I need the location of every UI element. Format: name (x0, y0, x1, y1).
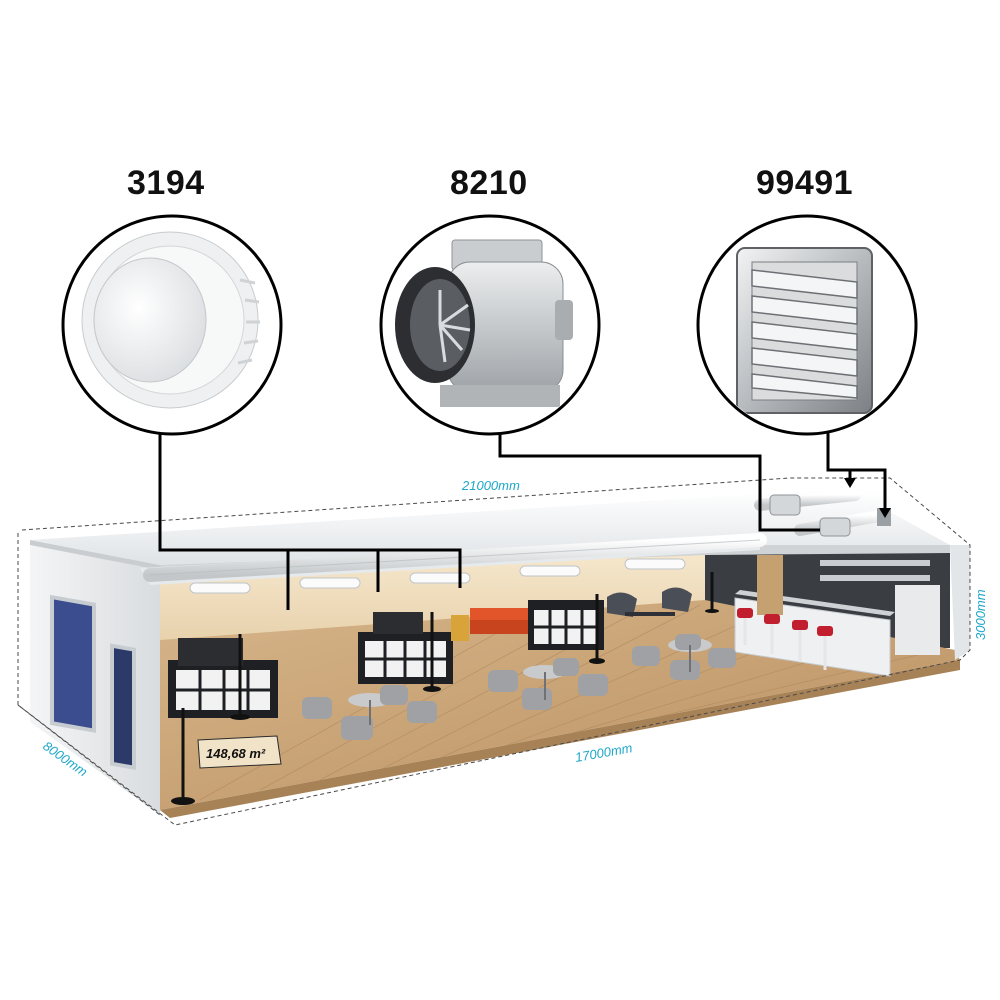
area-badge: 148,68 m² (197, 735, 282, 769)
connector-lines (158, 432, 887, 610)
area-label: 148,68 m² (206, 746, 266, 761)
door-left (110, 643, 136, 770)
lounge-chairs (607, 587, 692, 617)
round-air-valve-icon (61, 214, 283, 436)
dim-top-length: 21000mm (461, 478, 520, 493)
louvred-wall-vent-icon (696, 214, 918, 436)
building-cutaway (30, 489, 970, 818)
dimension-lines (17, 477, 971, 826)
cafe-seating (302, 634, 736, 740)
stanchions (181, 572, 714, 800)
ceiling (30, 490, 950, 565)
inline-duct-fan-icon (379, 214, 601, 436)
dim-bottom-length: 17000mm (574, 740, 634, 765)
dim-height: 3000mm (973, 589, 988, 640)
bar-stools (743, 618, 827, 670)
product-code-8210: 8210 (450, 164, 528, 202)
product-code-3194: 3194 (127, 164, 205, 202)
accent-chair (451, 615, 469, 641)
window-left (50, 594, 96, 733)
fan-housing-mini (769, 494, 801, 516)
arrowheads (844, 478, 891, 518)
product-code-99491: 99491 (756, 164, 854, 202)
sofa (470, 608, 528, 634)
bar-counter (734, 555, 940, 677)
